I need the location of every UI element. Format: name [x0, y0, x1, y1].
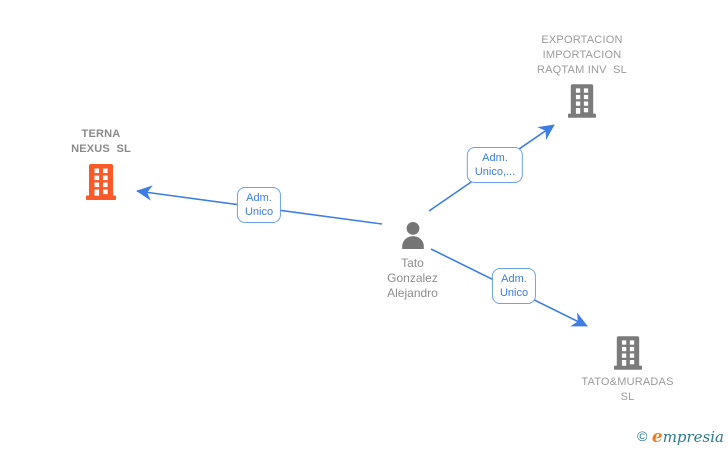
company-name-line: NEXUS SL	[71, 143, 131, 155]
person-icon	[401, 222, 424, 249]
edge-label-adm-unico-exportacion: Adm. Unico,...	[466, 147, 524, 183]
building-icon	[86, 164, 116, 200]
node-person-tato-gonzalez-alejandro[interactable]: Tato Gonzalez Alejandro	[340, 222, 485, 301]
logo-initial: e	[651, 427, 663, 447]
node-exportacion-importacion-raqtam-inv-sl[interactable]: EXPORTACION IMPORTACION RAQTAM INV SL	[509, 33, 655, 118]
company-name-line: EXPORTACION	[541, 34, 623, 46]
node-tato-muradas-sl[interactable]: TATO&MURADAS SL	[555, 336, 700, 405]
node-terna-nexus-sl[interactable]: TERNA NEXUS SL	[28, 127, 174, 200]
company-name-line: IMPORTACION	[542, 49, 622, 61]
company-name-line: RAQTAM INV SL	[537, 64, 627, 76]
company-name-line: SL	[620, 391, 635, 403]
empresia-watermark: © empresia	[637, 427, 724, 447]
company-name: EXPORTACION IMPORTACION RAQTAM INV SL	[537, 33, 627, 78]
edge-label-line: Unico,...	[474, 166, 516, 178]
person-name-line: Alejandro	[387, 286, 438, 300]
company-name: TERNA NEXUS SL	[71, 127, 131, 157]
edge-label-line: Unico	[499, 287, 529, 299]
building-icon	[568, 84, 596, 118]
person-name-line: Gonzalez	[387, 271, 438, 285]
building-icon	[613, 336, 642, 370]
person-name-line: Tato	[401, 256, 424, 270]
edge-label-line: Adm.	[501, 273, 527, 285]
person-name: Tato Gonzalez Alejandro	[387, 256, 438, 301]
logo-rest: mpresia	[662, 428, 724, 446]
edge-label-line: Unico	[244, 206, 274, 218]
empresia-logo-text: empresia	[651, 427, 724, 447]
edge-label-adm-unico-terna: Adm. Unico	[236, 187, 282, 223]
company-name-line: TERNA	[81, 128, 121, 140]
edge-label-adm-unico-tato-muradas: Adm. Unico	[491, 268, 537, 304]
edge-label-line: Adm.	[246, 192, 272, 204]
copyright-icon: ©	[637, 428, 648, 444]
edge-label-line: Adm.	[482, 152, 508, 164]
company-name-line: TATO&MURADAS	[581, 376, 674, 388]
company-name: TATO&MURADAS SL	[581, 375, 673, 405]
